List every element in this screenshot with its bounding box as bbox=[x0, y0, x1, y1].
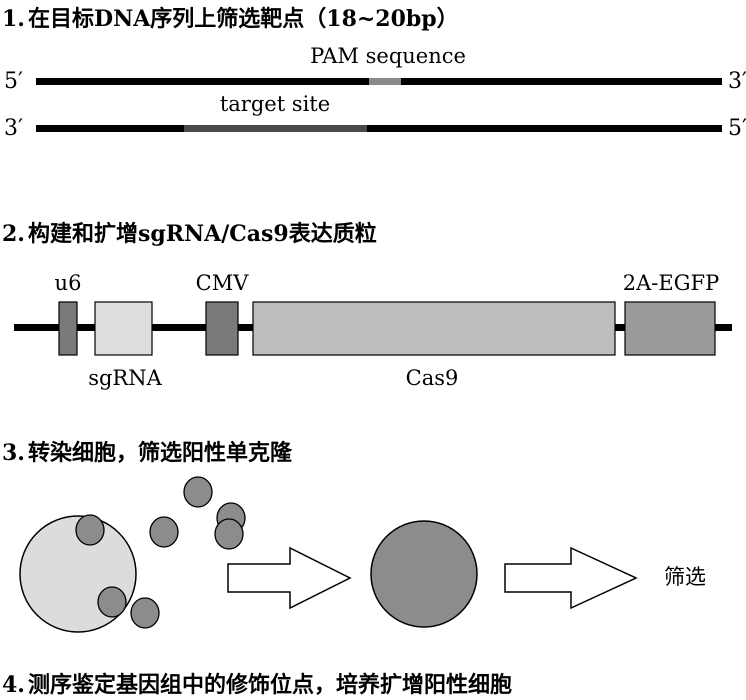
step-3-number: 3. bbox=[2, 440, 25, 466]
step-1-title: 在目标DNA序列上筛选靶点（18~20bp） bbox=[28, 6, 459, 32]
screen-label: 筛选 bbox=[664, 565, 706, 589]
particle bbox=[214, 518, 244, 550]
particle bbox=[97, 586, 127, 618]
particle bbox=[149, 516, 179, 548]
pam-site-segment bbox=[369, 78, 401, 85]
plasmid-particles bbox=[75, 476, 246, 629]
target-site-segment bbox=[184, 125, 367, 132]
target-site-label: target site bbox=[220, 92, 330, 116]
pam-sequence-label: PAM sequence bbox=[310, 44, 466, 68]
step-2-title: 构建和扩增sgRNA/Cas9表达质粒 bbox=[28, 221, 377, 247]
step-3-title: 转染细胞，筛选阳性单克隆 bbox=[28, 440, 293, 466]
step-1-number: 1. bbox=[2, 6, 25, 32]
cmv-promoter-box bbox=[205, 301, 239, 356]
sgrna-label: sgRNA bbox=[88, 366, 162, 390]
top-strand-3prime-label: 3′ bbox=[728, 69, 746, 94]
step-2-number: 2. bbox=[2, 221, 25, 247]
u6-label: u6 bbox=[55, 271, 82, 295]
cmv-label: CMV bbox=[196, 271, 250, 295]
top-strand-5prime-label: 5′ bbox=[4, 69, 23, 94]
step-4-number: 4. bbox=[2, 672, 25, 698]
bottom-strand-5prime-label: 5′ bbox=[728, 116, 746, 141]
particle bbox=[183, 476, 213, 508]
arrow-right-icon bbox=[504, 546, 638, 610]
particle bbox=[130, 597, 160, 629]
step-4-title: 测序鉴定基因组中的修饰位点，培养扩增阳性细胞 bbox=[28, 672, 512, 698]
2a-egfp-label: 2A-EGFP bbox=[623, 271, 719, 295]
particle bbox=[75, 514, 105, 546]
u6-promoter-box bbox=[58, 301, 78, 356]
2a-egfp-box bbox=[624, 301, 716, 356]
sgrna-box bbox=[94, 301, 153, 356]
cas9-label: Cas9 bbox=[406, 366, 459, 390]
bottom-strand bbox=[36, 125, 722, 132]
arrow-right-icon bbox=[227, 546, 352, 610]
positive-clone bbox=[370, 520, 478, 628]
cas9-box bbox=[252, 301, 616, 356]
bottom-strand-3prime-label: 3′ bbox=[4, 116, 23, 141]
